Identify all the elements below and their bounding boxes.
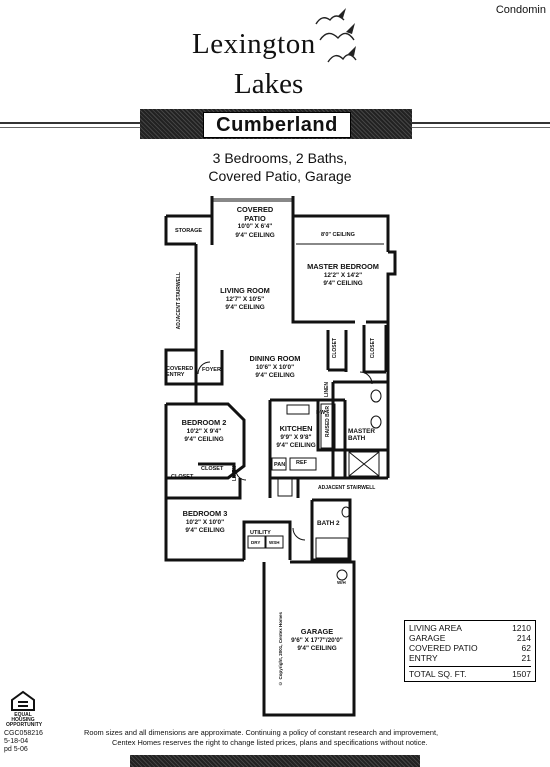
logo-line1: Lexington	[192, 28, 316, 60]
garage-label: GARAGE 9'6" X 17'7"/20'0" 9'4" CEILING	[291, 627, 343, 652]
kitchen-label: KITCHEN 9'9" X 9'8" 9'4" CEILING	[276, 424, 316, 449]
storage-label: STORAGE	[175, 228, 203, 234]
model-name: Cumberland	[203, 112, 351, 138]
foyer-label: FOYER	[202, 367, 221, 373]
corner-label: Condomin	[495, 4, 546, 16]
bottom-banner	[130, 755, 420, 767]
refrigerator-label: REF	[296, 460, 307, 466]
master-bedroom-label: MASTER BEDROOM 12'2" X 14'2" 9'4" CEILIN…	[307, 262, 379, 287]
subtitle-line2: Covered Patio, Garage	[208, 168, 352, 184]
adjacent-stairwell-vertical: ADJACENT STAIRWELL	[176, 272, 182, 330]
linen2-label: LINEN	[232, 466, 238, 481]
pantry-label: PAN	[274, 462, 286, 468]
disclaimer: Room sizes and all dimensions are approx…	[84, 728, 439, 747]
logo-line2: Lakes	[234, 68, 304, 100]
utility-label: UTILITY	[250, 530, 271, 536]
covered-entry-label: COVERED ENTRY	[166, 366, 194, 378]
bedroom3-label: BEDROOM 3 10'2" X 10'0" 9'4" CEILING	[182, 509, 228, 534]
area-row-entry: ENTRY 21	[409, 653, 531, 663]
dishwasher-label: DW	[316, 410, 326, 416]
linen-label: LINEN	[324, 382, 330, 397]
area-row-garage: GARAGE 214	[409, 633, 531, 643]
area-row-total: TOTAL SQ. FT. 1507	[409, 666, 531, 679]
area-row-living: LIVING AREA 1210	[409, 623, 531, 633]
master-bath-label: MASTER BATH	[348, 428, 375, 442]
area-row-patio: COVERED PATIO 62	[409, 643, 531, 653]
master-closet2-label: CLOSET	[370, 338, 376, 359]
plan-code: CGC058216 5-18-04 pd 5-06	[4, 730, 43, 753]
washer-label: WSH	[269, 540, 280, 545]
adjacent-stairwell-horizontal: ADJACENT STAIRWELL	[318, 485, 376, 491]
bath2-label: BATH 2	[317, 520, 340, 527]
master-closet1-label: CLOSET	[332, 338, 338, 359]
living-room-label: LIVING ROOM 12'7" X 10'5" 9'4" CEILING	[220, 286, 270, 311]
area-table: LIVING AREA 1210 GARAGE 214 COVERED PATI…	[404, 620, 536, 682]
bedroom2-closet-label: CLOSET	[201, 466, 224, 472]
bedroom3-closet-label: CLOSET	[171, 474, 194, 480]
equal-housing-text: EQUAL HOUSING OPPORTUNITY	[6, 712, 43, 728]
copyright-label: © Copyright, 2001, Centex Homes	[278, 612, 283, 686]
bedroom2-label: BEDROOM 2 10'2" X 9'4" 9'4" CEILING	[181, 418, 227, 443]
birds-logo-icon	[315, 8, 357, 63]
dryer-label: DRY	[251, 540, 261, 545]
master-ceiling-label: 8'0" CEILING	[321, 232, 355, 238]
raised-bar-label: RAISED BAR	[325, 406, 331, 438]
dining-room-label: DINING ROOM 10'6" X 10'0" 9'4" CEILING	[249, 354, 301, 379]
subtitle-line1: 3 Bedrooms, 2 Baths,	[212, 150, 348, 166]
water-heater-label: W/H	[337, 580, 346, 585]
equal-housing-icon	[11, 690, 35, 711]
covered-patio-label: COVERED PATIO 10'0" X 6'4" 9'4" CEILING	[235, 205, 275, 239]
